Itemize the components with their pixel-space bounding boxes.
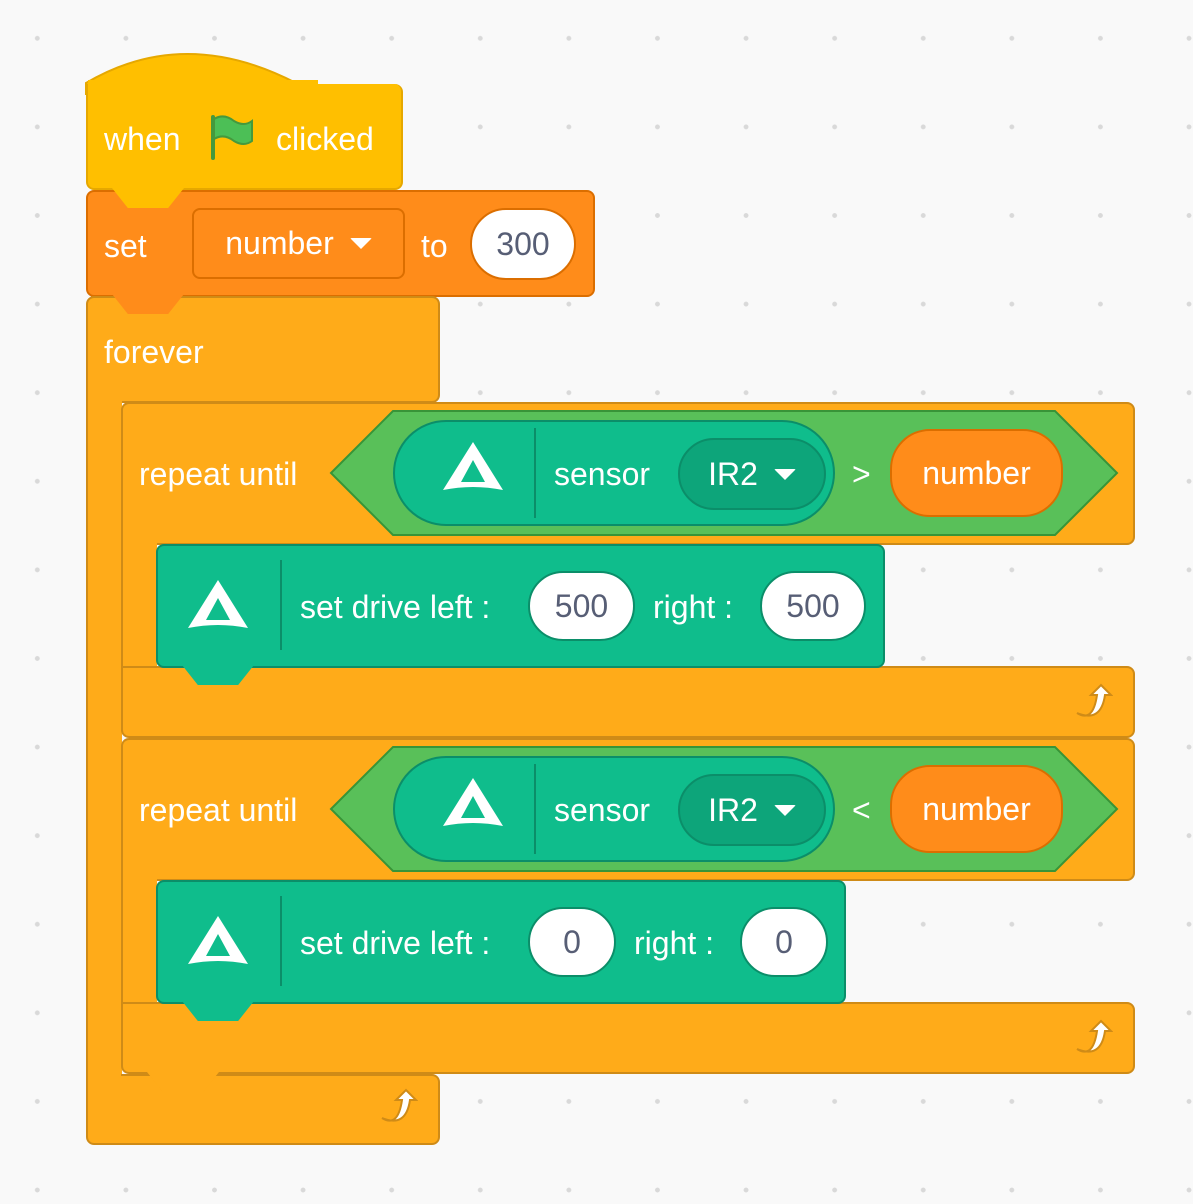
to-label: to [421, 228, 448, 264]
set-drive-block[interactable] [156, 880, 846, 1004]
loop-arrow-icon [1076, 683, 1113, 717]
robot-logo-icon [188, 916, 248, 964]
left-speed-input[interactable]: 500 [528, 571, 635, 641]
number-variable-reporter[interactable]: number [890, 429, 1063, 517]
number-variable-reporter[interactable]: number [890, 765, 1063, 853]
drive-right-label: right : [653, 589, 734, 625]
sensor-label: sensor [554, 792, 651, 828]
when-label: when [104, 121, 181, 157]
variable-dropdown[interactable]: number [192, 208, 405, 279]
operator-symbol: > [852, 456, 871, 492]
sensor-dropdown[interactable]: IR2 [678, 438, 826, 510]
value-input[interactable]: 300 [470, 208, 576, 280]
operator-symbol: < [852, 792, 871, 828]
chevron-down-icon [773, 804, 796, 816]
sensor-option: IR2 [708, 455, 758, 492]
right-speed-input[interactable]: 0 [740, 907, 828, 977]
robot-logo-icon [188, 580, 248, 628]
repeat-until-label: repeat until [139, 792, 298, 828]
left-speed-input[interactable]: 0 [528, 907, 616, 977]
sensor-label: sensor [554, 456, 651, 492]
sensor-dropdown[interactable]: IR2 [678, 774, 826, 846]
sensor-option: IR2 [708, 791, 758, 828]
variable-name: number [225, 225, 334, 261]
drive-left-label: set drive left : [300, 589, 491, 625]
green-flag-icon [211, 115, 253, 160]
robot-logo-icon [443, 778, 503, 826]
right-speed-input[interactable]: 500 [760, 571, 866, 641]
chevron-down-icon [773, 468, 796, 480]
clicked-label: clicked [276, 121, 374, 157]
chevron-down-icon [349, 238, 372, 249]
loop-arrow-icon [1076, 1019, 1113, 1053]
robot-logo-icon [443, 442, 503, 490]
repeat-until-label: repeat until [139, 456, 298, 492]
set-label: set [104, 228, 147, 264]
loop-arrow-icon [381, 1088, 418, 1122]
drive-left-label: set drive left : [300, 925, 491, 961]
drive-right-label: right : [634, 925, 715, 961]
forever-label: forever [104, 334, 204, 370]
